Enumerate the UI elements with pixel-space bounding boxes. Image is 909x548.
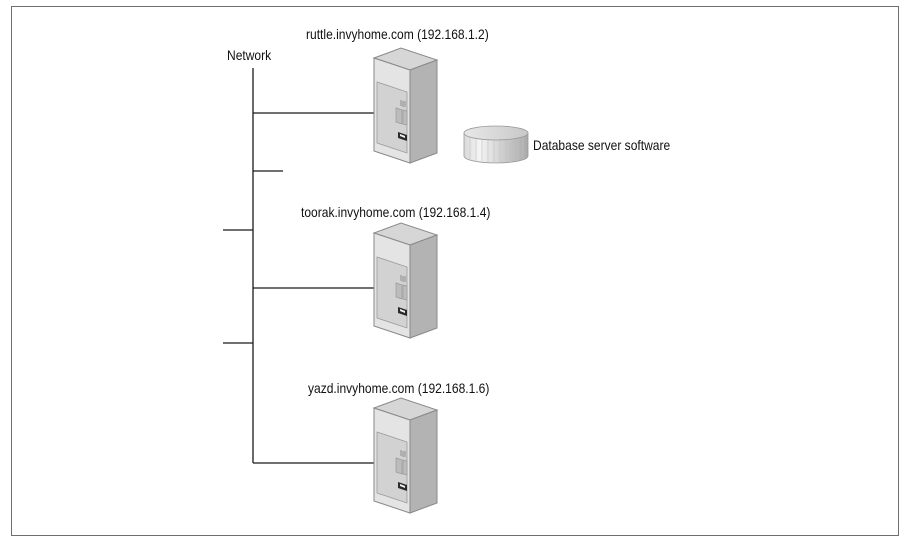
server-label-toorak: toorak.invyhome.com (192.168.1.4): [301, 204, 491, 220]
server-label-ruttle: ruttle.invyhome.com (192.168.1.2): [306, 26, 489, 42]
database-label: Database server software: [533, 137, 671, 153]
diagram-frame: [11, 6, 899, 536]
network-label: Network: [227, 47, 272, 63]
server-yazd-icon: [373, 397, 438, 514]
database-icon: [463, 125, 529, 164]
server-toorak-icon: [373, 222, 438, 339]
server-ruttle-icon: [373, 47, 438, 164]
server-label-yazd: yazd.invyhome.com (192.168.1.6): [308, 380, 490, 396]
network-lines: [223, 68, 374, 464]
